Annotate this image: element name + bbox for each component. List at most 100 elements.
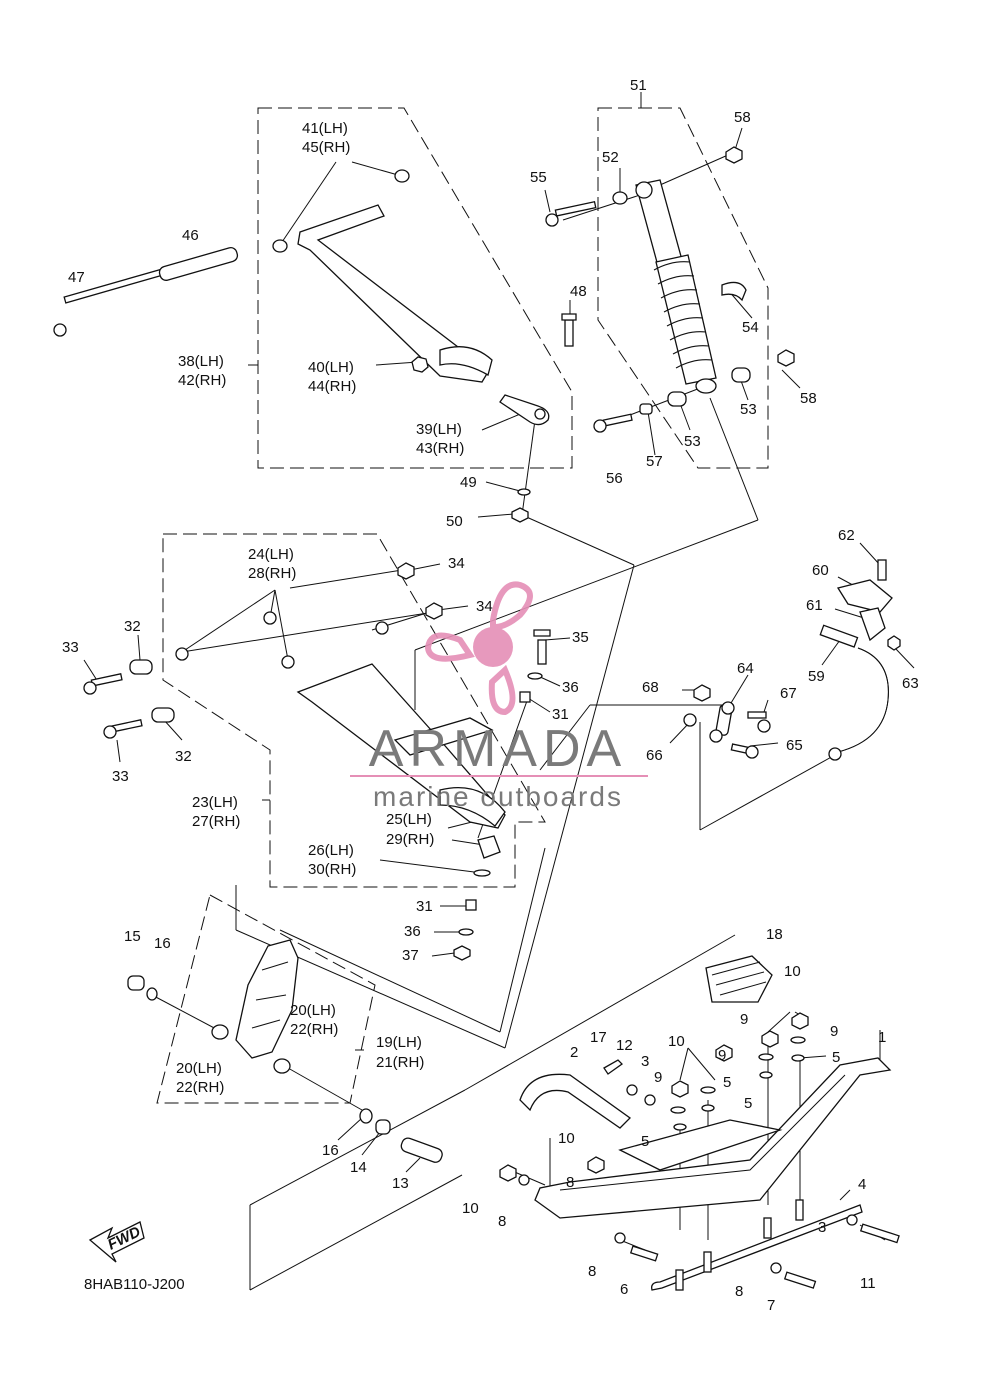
nut: [411, 356, 429, 373]
bushing: [375, 621, 389, 635]
nut: [887, 635, 901, 651]
callout: 68: [642, 679, 659, 696]
callout: 60: [812, 562, 829, 579]
callout: 49: [460, 474, 477, 491]
callout: 58: [800, 390, 817, 407]
washer: [670, 1106, 686, 1114]
nut: [761, 1030, 779, 1048]
callout: 54: [742, 319, 759, 336]
bolt: [629, 1245, 659, 1262]
tie-rod-assembly: [683, 559, 901, 761]
bolt: [564, 319, 574, 347]
callout: 35: [572, 629, 589, 646]
fwd-label: FWD: [105, 1223, 143, 1253]
callout: 57: [646, 453, 663, 470]
nut: [511, 507, 529, 523]
ski-handle: [519, 1073, 632, 1129]
callout: 5: [832, 1049, 840, 1066]
bushing: [175, 647, 189, 661]
lower-arm-assembly: [83, 562, 551, 961]
callout: 55: [530, 169, 547, 186]
callout: 64: [737, 660, 754, 677]
collar: [465, 899, 477, 911]
callout: 9: [830, 1023, 838, 1040]
callout: 36: [404, 923, 421, 940]
washer: [146, 987, 158, 1001]
callout: 65: [786, 737, 803, 754]
callout-labels: 1 2 3 3 4 5 5 5 5 6 7 8 8 8 8 9 9 9 9 10…: [62, 77, 919, 1314]
collar: [129, 659, 153, 675]
callout: 43(RH): [416, 440, 464, 457]
callout: 42(RH): [178, 372, 226, 389]
shock-absorber-assembly: [545, 146, 795, 433]
callout: 63: [902, 675, 919, 692]
callout: 15: [124, 928, 141, 945]
callout: 8: [735, 1283, 743, 1300]
callout: 53: [740, 401, 757, 418]
callout: 32: [175, 748, 192, 765]
callout: 48: [570, 283, 587, 300]
callout: 3: [818, 1219, 826, 1236]
callout: 26(LH): [308, 842, 354, 859]
armada-logo-icon: [424, 581, 533, 716]
callout: 53: [684, 433, 701, 450]
collar: [626, 1084, 638, 1096]
bushing: [211, 1024, 229, 1040]
washer: [758, 1053, 774, 1061]
callout: 16: [322, 1142, 339, 1159]
group-boundaries: [156, 107, 769, 1104]
callout: 36: [562, 679, 579, 696]
callout: 22(RH): [176, 1079, 224, 1096]
ski: [534, 1057, 892, 1219]
bushing: [281, 655, 295, 669]
nut: [453, 945, 471, 961]
collar: [644, 1094, 656, 1106]
callout: 11: [860, 1275, 876, 1292]
callout: 12: [616, 1037, 633, 1054]
watermark-tagline: marine outboards: [373, 781, 623, 812]
callout: 10: [558, 1130, 575, 1147]
cable-end: [819, 624, 859, 648]
watermark: ARMADA marine outboards: [350, 581, 648, 812]
callout: 10: [668, 1033, 685, 1050]
washer: [614, 1232, 626, 1244]
callout: 7: [767, 1297, 775, 1314]
callout: 31: [416, 898, 433, 915]
callout: 9: [654, 1069, 662, 1086]
stud: [703, 1251, 712, 1273]
callout: 58: [734, 109, 751, 126]
nut: [777, 349, 795, 367]
callout: 33: [62, 639, 79, 656]
callout: 52: [602, 149, 619, 166]
ski-saddle: [618, 1119, 783, 1171]
callout: 9: [740, 1011, 748, 1028]
callout: 10: [784, 963, 801, 980]
callout: 2: [570, 1044, 578, 1061]
callout: 9: [718, 1047, 726, 1064]
bolt: [90, 673, 123, 687]
spring-seat: [721, 281, 747, 302]
callout: 62: [838, 527, 855, 544]
callout: 10: [462, 1200, 479, 1217]
washer: [683, 713, 697, 727]
washer: [359, 1108, 373, 1124]
spring-pin: [603, 1059, 624, 1075]
collar-pipe: [158, 246, 239, 281]
nut: [671, 1080, 689, 1098]
bushing: [272, 239, 288, 253]
callout: 31: [552, 706, 569, 723]
washer: [527, 672, 543, 680]
callout: 17: [590, 1029, 607, 1046]
callout: 59: [808, 668, 825, 685]
nut: [725, 146, 743, 164]
nut: [715, 1044, 733, 1062]
callout: 24(LH): [248, 546, 294, 563]
bolt: [554, 200, 597, 217]
callout: 29(RH): [386, 831, 434, 848]
stud: [795, 1199, 804, 1221]
nut: [693, 684, 711, 702]
collar: [375, 1119, 391, 1135]
ski-spindle: [235, 939, 299, 1059]
callout: 38(LH): [178, 353, 224, 370]
stud: [763, 1217, 772, 1239]
